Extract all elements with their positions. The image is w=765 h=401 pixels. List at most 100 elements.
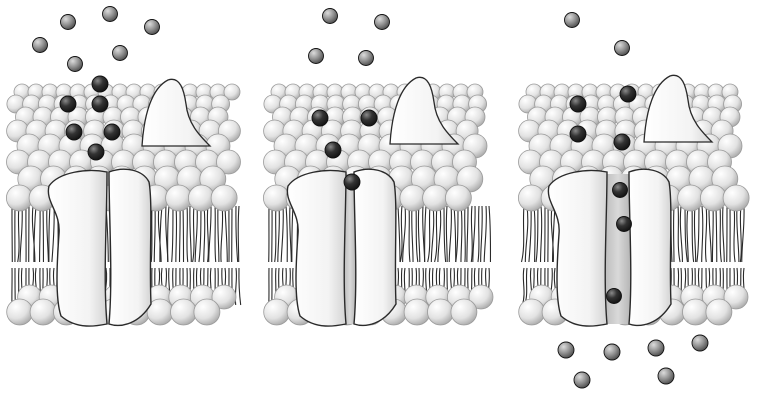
molecule-icon (570, 126, 586, 142)
molecule-icon (361, 110, 377, 126)
lipid-tail-icon (705, 206, 706, 262)
lipid-tail-icon (680, 206, 682, 262)
molecule-icon (617, 217, 632, 232)
lipid-tail-icon (473, 206, 475, 262)
lipid-tail-icon (529, 206, 531, 262)
molecule-icon (312, 110, 328, 126)
molecule-icon (570, 96, 586, 112)
molecule-icon (607, 289, 622, 304)
channel-protein-right (354, 169, 396, 325)
molecule-icon (309, 49, 324, 64)
lipid-tail-icon (465, 206, 466, 262)
lipid-head-icon (7, 299, 33, 325)
lipid-tail-icon (190, 206, 191, 262)
lipid-head-icon (445, 185, 471, 211)
lipid-tail-icon (702, 206, 703, 262)
molecule-icon (604, 344, 620, 360)
molecule-icon (574, 372, 590, 388)
molecule-icon (620, 86, 636, 102)
molecule-icon (33, 38, 48, 53)
lipid-head-icon (6, 185, 32, 211)
lipid-tail-icon (692, 206, 694, 262)
lipid-tail-icon (193, 206, 194, 262)
lipid-head-icon (423, 185, 449, 211)
lipid-tail-icon (697, 206, 699, 262)
lipid-tail-icon (446, 206, 447, 262)
lipid-head-icon (700, 185, 726, 211)
lipid-tail-icon (536, 206, 538, 262)
lipid-tail-icon (449, 206, 451, 262)
molecule-icon (92, 96, 108, 112)
lipid-head-icon (428, 299, 454, 325)
lipid-tail-icon (209, 206, 211, 262)
lipid-tail-icon (438, 206, 441, 262)
lipid-tail-icon (454, 206, 456, 262)
molecule-icon (615, 41, 630, 56)
lipid-tail-icon (215, 206, 216, 262)
lipid-tail-icon (687, 206, 688, 262)
lipid-tail-icon (286, 206, 287, 262)
lipid-head-icon (519, 299, 545, 325)
lipid-tail-icon (525, 268, 527, 305)
lipid-tail-icon (428, 206, 430, 262)
lipid-head-icon (451, 299, 477, 325)
lipid-tail-icon (489, 206, 490, 262)
lipid-tail-icon (52, 206, 54, 262)
lipid-tail-icon (225, 206, 227, 262)
lipid-tail-icon (740, 206, 741, 262)
lipid-tail-icon (290, 206, 292, 262)
molecule-icon (60, 96, 76, 112)
lipid-tail-icon (541, 206, 542, 262)
lipid-tail-icon (525, 206, 527, 262)
lipid-tail-icon (481, 206, 483, 262)
molecule-icon (565, 13, 580, 28)
lipid-head-icon (678, 185, 704, 211)
molecule-icon (104, 124, 120, 140)
lipid-tail-icon (412, 206, 413, 262)
molecule-icon (113, 46, 128, 61)
lipid-tail-icon (723, 206, 725, 262)
lipid-tail-icon (207, 206, 208, 262)
molecule-icon (68, 57, 83, 72)
lipid-tail-icon (471, 206, 472, 262)
lipid-tail-icon (218, 206, 219, 262)
lipid-head-icon (166, 185, 192, 211)
lipid-tail-icon (742, 206, 744, 262)
lipid-tail-icon (484, 206, 486, 262)
lipid-tail-icon (461, 206, 462, 262)
lipid-head-icon (706, 299, 732, 325)
lipid-tail-icon (737, 206, 739, 262)
lipid-tail-icon (400, 206, 402, 262)
lipid-tail-icon (444, 206, 446, 262)
lipid-tail-icon (221, 206, 223, 262)
lipid-tail-icon (716, 206, 717, 262)
lipid-tail-icon (398, 206, 400, 262)
lipid-head-icon (518, 185, 544, 211)
lipid-tail-icon (238, 206, 239, 262)
lipid-tail-icon (18, 206, 19, 262)
lipid-tail-icon (236, 206, 238, 262)
lipid-head-icon (400, 185, 426, 211)
lipid-tail-icon (195, 206, 197, 262)
molecule-icon (145, 20, 160, 35)
lipid-tail-icon (47, 206, 49, 262)
lipid-tail-icon (403, 206, 406, 262)
molecule-icon (658, 368, 674, 384)
molecule-icon (614, 134, 630, 150)
lipid-tail-icon (416, 206, 418, 262)
molecule-icon (692, 335, 708, 351)
lipid-head-icon (194, 299, 220, 325)
lipid-tail-icon (678, 206, 680, 262)
lipid-tail-icon (522, 206, 524, 262)
channel-protein-right (109, 169, 151, 325)
lipid-tail-icon (534, 206, 535, 262)
panel-3 (518, 13, 749, 389)
lipid-head-icon (188, 185, 214, 211)
lipid-tail-icon (154, 206, 155, 262)
lipid-tail-icon (172, 206, 173, 262)
lipid-tail-icon (709, 206, 711, 262)
lipid-tail-icon (278, 206, 280, 262)
lipid-tail-icon (292, 206, 293, 262)
lipid-head-icon (211, 185, 237, 211)
